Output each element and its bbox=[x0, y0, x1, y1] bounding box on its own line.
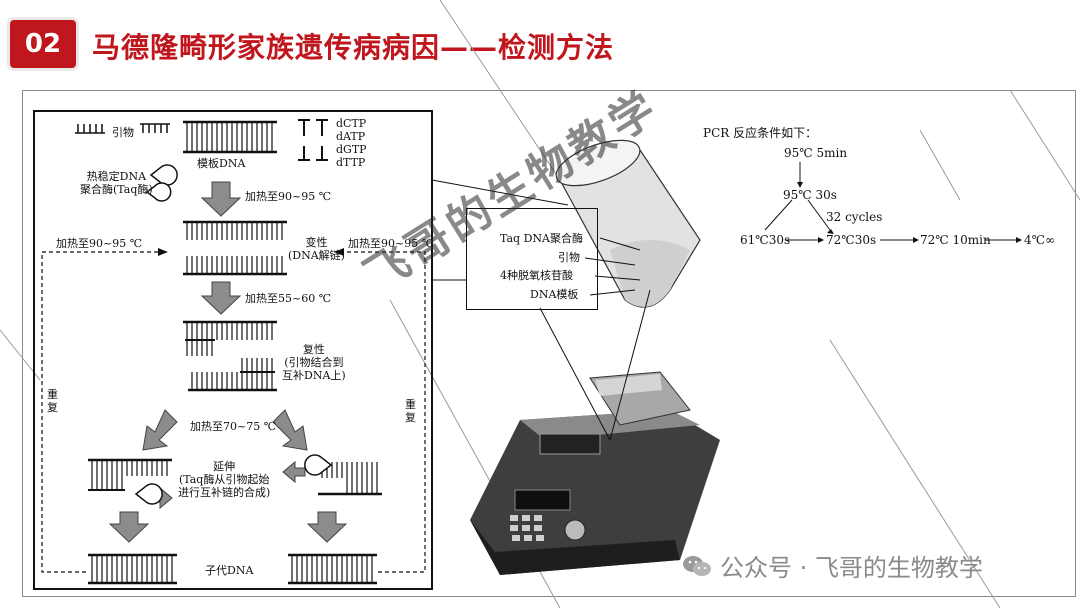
polymerase-icon bbox=[145, 164, 178, 202]
condition-arrowheads bbox=[797, 182, 1022, 243]
primer-icon-left bbox=[75, 124, 105, 134]
condition-denature: 95℃ 30s bbox=[783, 188, 837, 202]
loop-arrowheads bbox=[158, 248, 344, 256]
template-dna-icon bbox=[183, 120, 277, 154]
condition-hold: 4℃∞ bbox=[1024, 233, 1056, 247]
extend-label: 延伸 (Taq酶从引物起始 进行互补链的合成) bbox=[178, 460, 271, 499]
heat-extend-label: 加热至70~75 ℃ bbox=[190, 420, 277, 433]
condition-cycles: 32 cycles bbox=[826, 210, 883, 224]
datp-label: dATP bbox=[336, 130, 366, 143]
loop-heat-left-label: 加热至90~95 ℃ bbox=[56, 237, 143, 250]
condition-initial-denature: 95℃ 5min bbox=[784, 146, 848, 160]
tube-dntp-label: 4种脱氧核苷酸 bbox=[500, 269, 573, 282]
header-band bbox=[0, 0, 1080, 88]
denatured-strands bbox=[183, 220, 287, 276]
repeat-left-label: 重 复 bbox=[47, 388, 58, 414]
tube-polymerase-label: Taq DNA聚合酶 bbox=[500, 232, 583, 245]
footer-text: 公众号 · 飞哥的生物教学 bbox=[720, 554, 983, 582]
denature-label: 变性 (DNA解链) bbox=[288, 236, 345, 262]
annealed-strands bbox=[183, 320, 277, 392]
condition-extend: 72℃30s bbox=[826, 233, 877, 247]
loop-heat-right-label: 加热至90~95 ℃ bbox=[348, 237, 435, 250]
conditions-title: PCR 反应条件如下： bbox=[703, 126, 818, 140]
daughter-dna-label: 子代DNA bbox=[205, 564, 254, 577]
daughter-dna-strands bbox=[88, 553, 377, 585]
page-title: 马德隆畸形家族遗传病病因——检测方法 bbox=[92, 31, 615, 64]
dgtp-label: dGTP bbox=[336, 143, 367, 156]
polymerase-on-strand bbox=[134, 454, 333, 505]
template-dna-label: 模板DNA bbox=[197, 157, 246, 170]
callout-lines bbox=[431, 179, 651, 441]
pcr-condition-arrows bbox=[764, 162, 1018, 241]
extension-strands bbox=[88, 458, 382, 496]
condition-final-extend: 72℃ 10min bbox=[920, 233, 991, 247]
primer-icon-right bbox=[140, 123, 170, 133]
process-arrows bbox=[108, 181, 348, 543]
footer-watermark: 公众号 · 飞哥的生物教学 bbox=[682, 548, 983, 583]
condition-anneal: 61℃30s bbox=[740, 233, 791, 247]
dntp-list: dCTP dATP dGTP dTTP bbox=[336, 117, 367, 169]
tube-template-label: DNA模板 bbox=[530, 288, 579, 301]
wechat-icon bbox=[683, 555, 711, 576]
repeat-right-label: 重 复 bbox=[405, 398, 416, 424]
pcr-process-diagram bbox=[33, 110, 433, 590]
dttp-label: dTTP bbox=[336, 156, 366, 169]
primer-label: 引物 bbox=[112, 126, 134, 139]
dntp-icons bbox=[298, 119, 328, 161]
tube-callout-box bbox=[466, 208, 598, 310]
pcr-thermocycler-image bbox=[470, 371, 720, 575]
heat-anneal-label: 加热至55~60 ℃ bbox=[245, 292, 332, 305]
content-frame bbox=[22, 90, 1076, 597]
dctp-label: dCTP bbox=[336, 117, 367, 130]
polymerase-label: 热稳定DNA 聚合酶(Taq酶) bbox=[80, 170, 153, 196]
tube-primer-label: 引物 bbox=[558, 251, 580, 264]
repeat-loop bbox=[41, 251, 426, 573]
anneal-label: 复性 (引物结合到 互补DNA上) bbox=[282, 343, 346, 382]
heat-denature-label: 加热至90~95 ℃ bbox=[245, 190, 332, 203]
section-number-badge: 02 bbox=[10, 20, 76, 68]
